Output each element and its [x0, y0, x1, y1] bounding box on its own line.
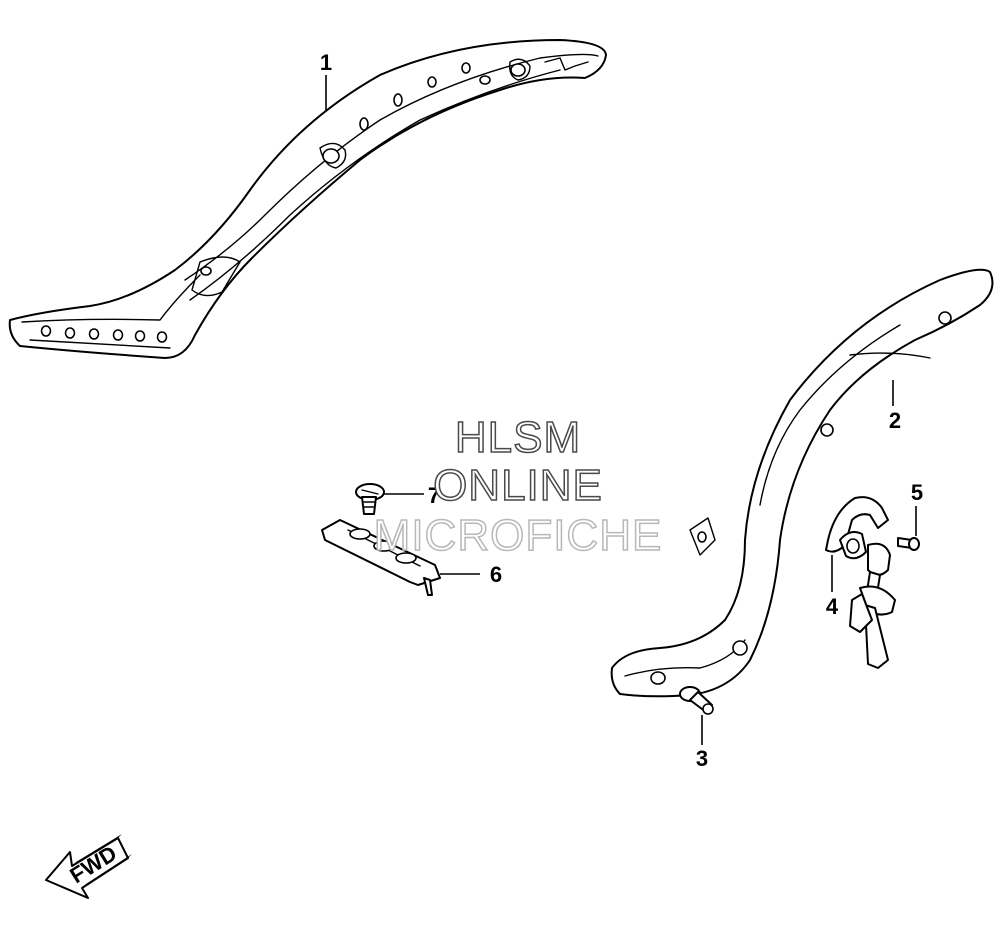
part-3-screw[interactable]	[679, 686, 714, 715]
watermark-line1: HLSM	[455, 413, 581, 462]
callout-3: 3	[696, 746, 708, 771]
callout-5: 5	[911, 480, 923, 505]
leader-lines	[325, 75, 917, 745]
callout-6: 6	[490, 562, 502, 587]
callout-2: 2	[889, 408, 901, 433]
part-6-bracket-plate[interactable]	[321, 519, 441, 596]
forward-arrow-icon: FWD	[45, 834, 132, 899]
part-7-screw[interactable]	[355, 483, 385, 515]
part-5-screw[interactable]	[897, 537, 920, 551]
watermark-line2: ONLINE	[433, 461, 603, 510]
part-2-side-rail[interactable]	[610, 268, 994, 698]
callout-7: 7	[428, 483, 440, 508]
callout-1: 1	[320, 50, 332, 75]
part-1-grab-rail[interactable]	[8, 39, 607, 359]
watermark-line3: MICROFICHE	[374, 511, 663, 560]
part-4-lock-assembly[interactable]	[825, 496, 896, 669]
callout-4: 4	[826, 594, 839, 619]
